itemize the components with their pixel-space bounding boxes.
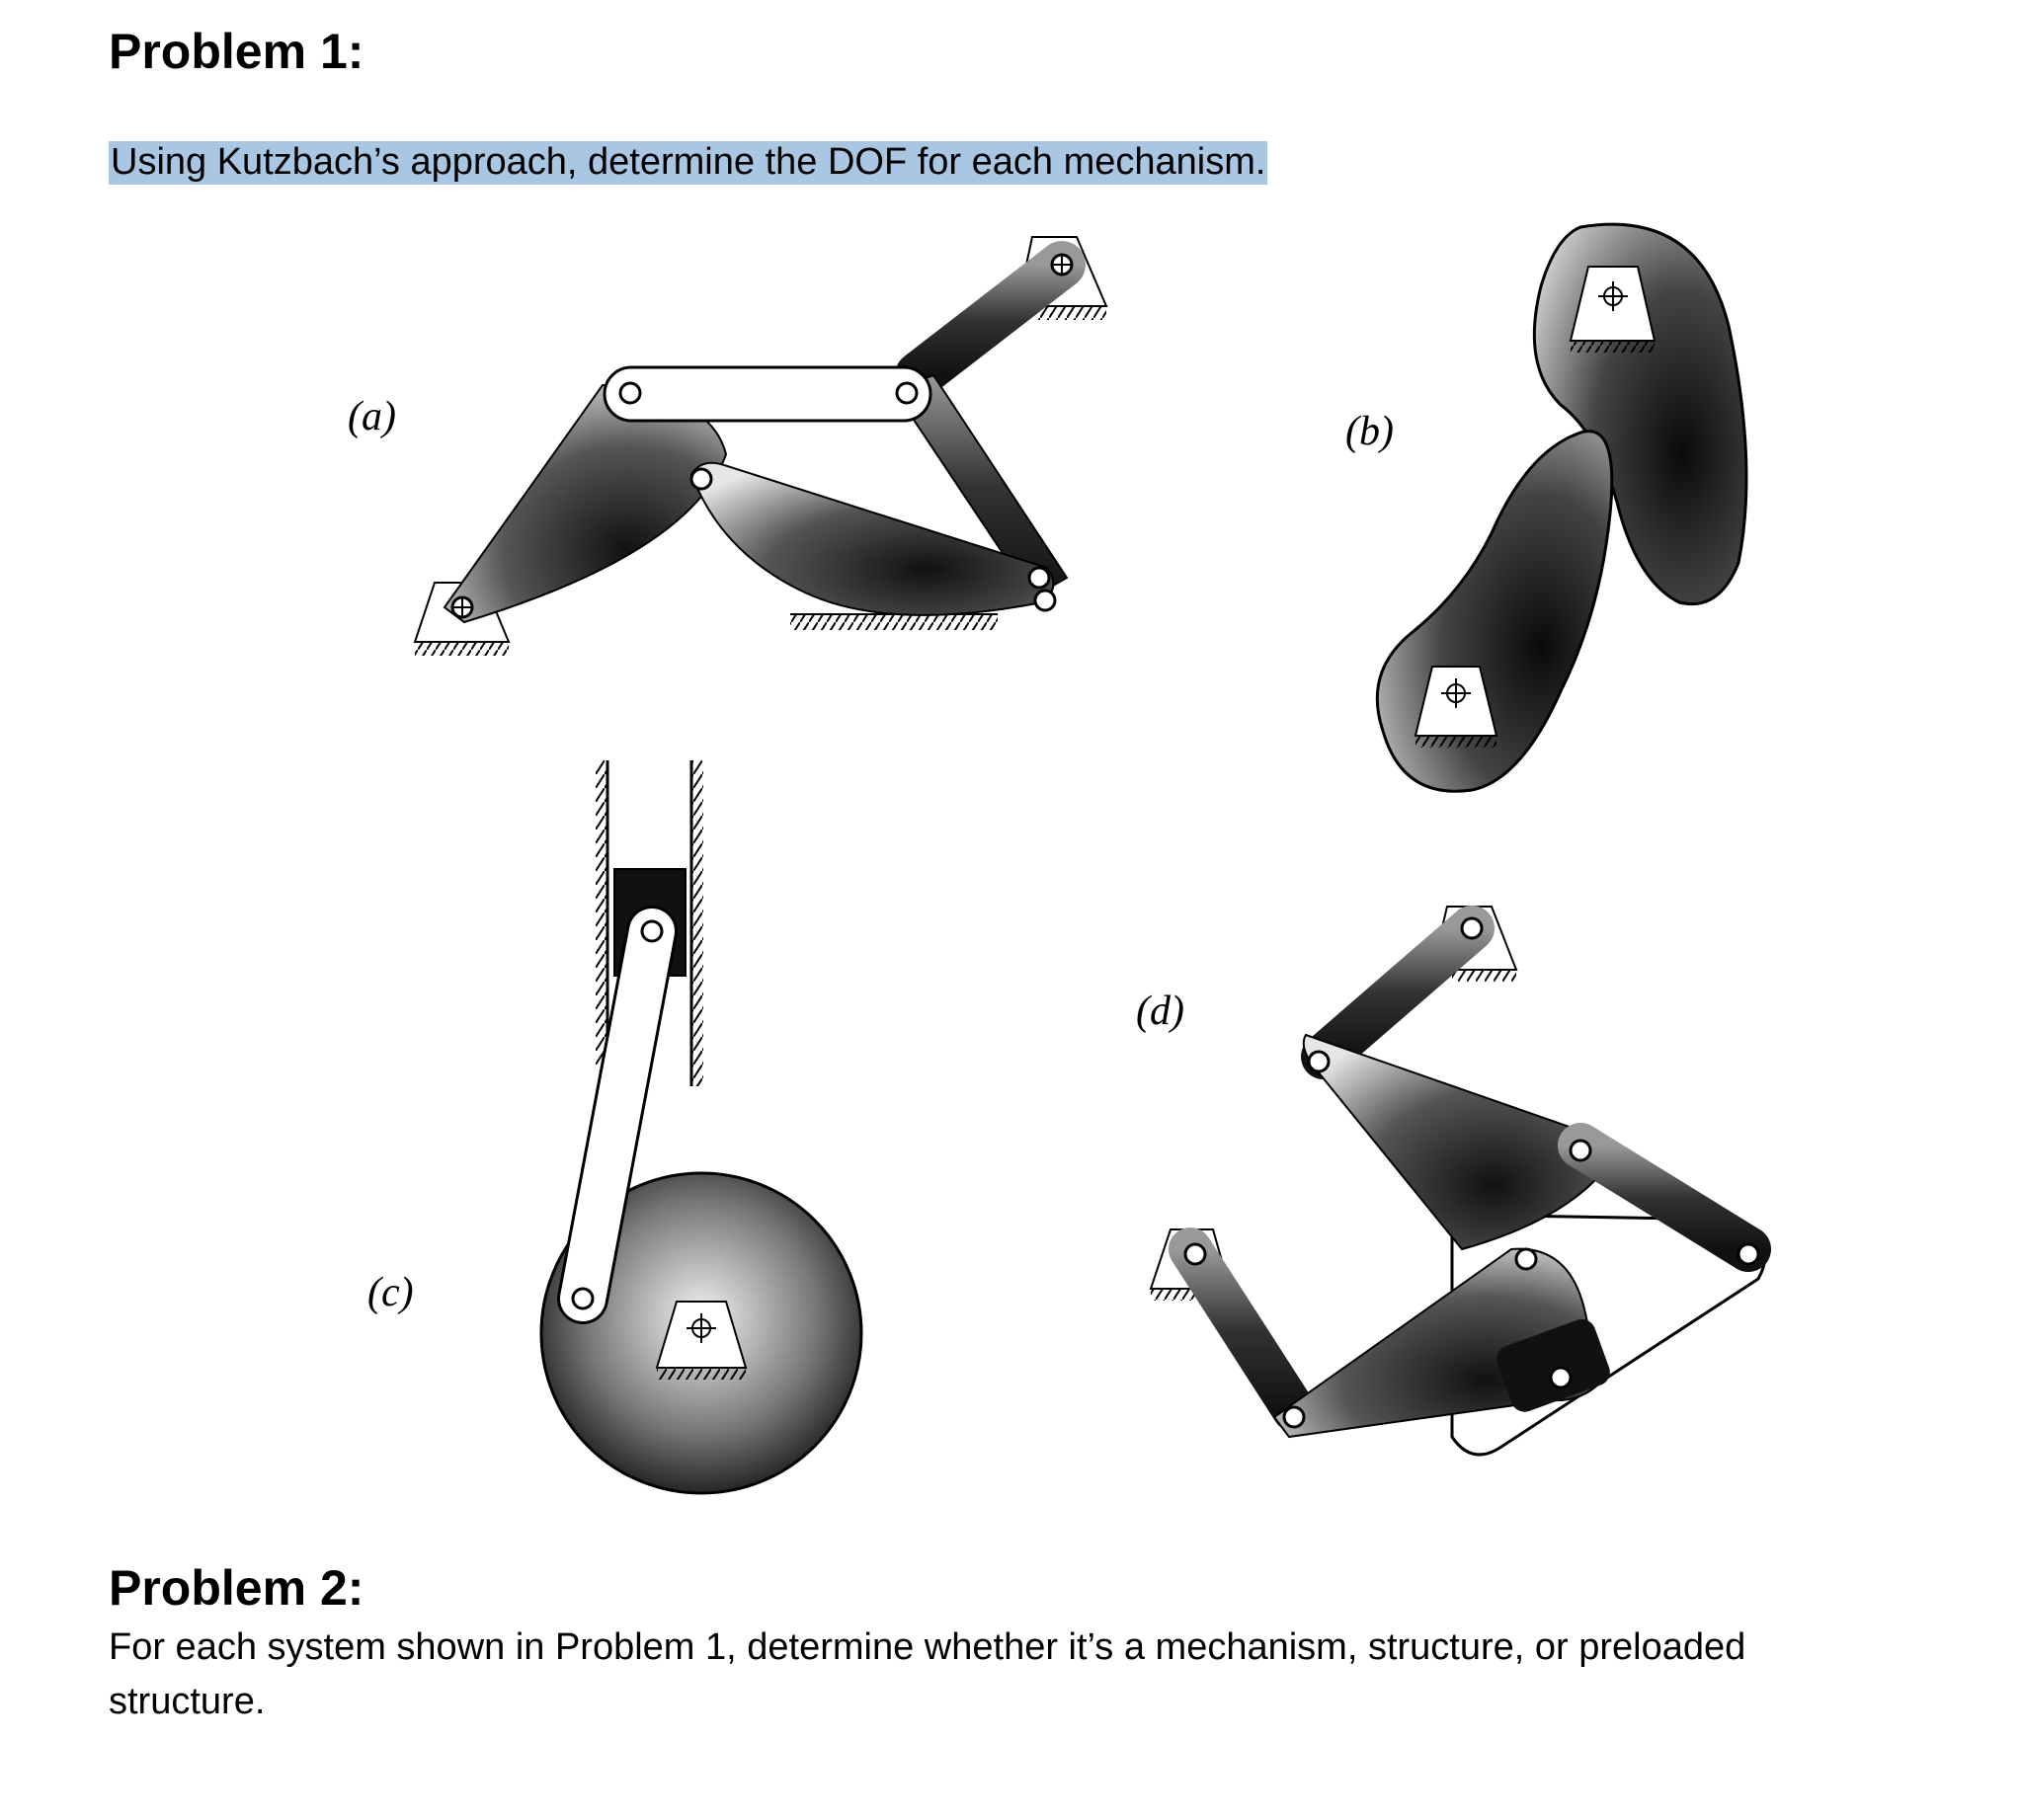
top-crank bbox=[1301, 906, 1495, 1079]
dark-block bbox=[1496, 1318, 1610, 1412]
ground-hatch bbox=[790, 614, 998, 630]
problem-2-title: Problem 2: bbox=[109, 1560, 364, 1616]
crank-rod bbox=[895, 241, 1086, 399]
mechanism-c: (c) bbox=[367, 760, 863, 1495]
coupler-link bbox=[689, 461, 1055, 616]
mechanism-b: (b) bbox=[1345, 222, 1748, 793]
mechanism-d: (d) bbox=[1136, 906, 1771, 1457]
problem-1-instruction: Using Kutzbach’s approach, determine the… bbox=[109, 136, 1268, 188]
highlighted-instruction: Using Kutzbach’s approach, determine the… bbox=[109, 141, 1268, 185]
connecting-rod bbox=[560, 909, 675, 1321]
problem-1-title: Problem 1: bbox=[109, 24, 364, 79]
problem-2-text-line-2: structure. bbox=[109, 1681, 266, 1722]
label-d: (d) bbox=[1136, 989, 1184, 1034]
problem-2-text-line-1: For each system shown in Problem 1, dete… bbox=[109, 1626, 1746, 1668]
mechanism-figures: (a) (b) bbox=[348, 222, 1771, 1495]
label-b: (b) bbox=[1345, 409, 1394, 454]
left-crank bbox=[1169, 1227, 1316, 1432]
mechanism-a: (a) bbox=[348, 236, 1108, 656]
label-a: (a) bbox=[348, 394, 396, 439]
label-c: (c) bbox=[367, 1270, 414, 1315]
diagonal-rod bbox=[1558, 1123, 1771, 1272]
white-link bbox=[603, 365, 932, 423]
upper-plate bbox=[1302, 1033, 1597, 1251]
